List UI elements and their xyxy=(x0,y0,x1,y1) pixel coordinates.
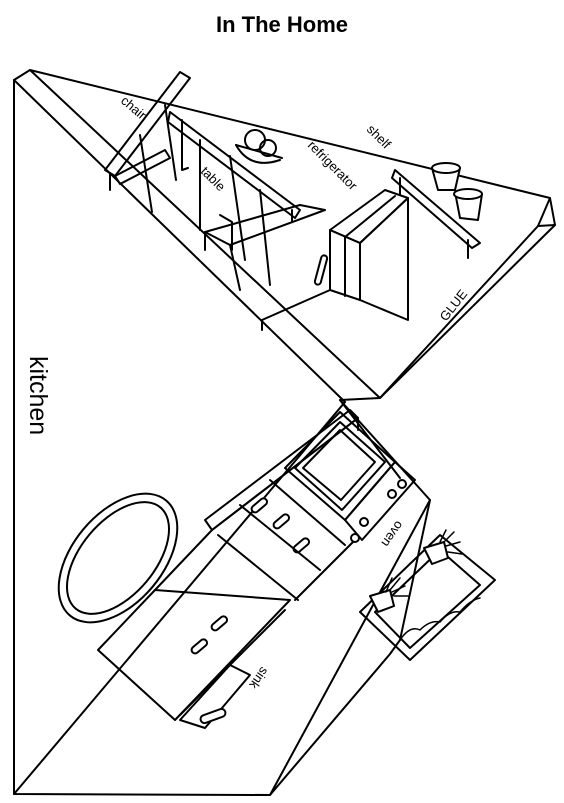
shelf-drawing xyxy=(391,162,483,259)
fruit-bowl-drawing xyxy=(235,129,283,164)
refrigerator-label: refrigerator xyxy=(305,138,361,194)
page-title: In The Home xyxy=(215,12,348,37)
table-drawing xyxy=(167,111,326,291)
chair-drawing xyxy=(104,71,191,213)
oval-mirror-drawing xyxy=(57,492,179,624)
shelf-label: shelf xyxy=(364,122,394,152)
oven-label: oven xyxy=(378,518,406,550)
foldout-outline xyxy=(13,69,556,796)
oven-drawing xyxy=(284,411,416,543)
refrigerator-drawing xyxy=(261,189,409,331)
table-label: table xyxy=(198,164,229,195)
window-box-drawing xyxy=(359,529,496,661)
sink-label: sink xyxy=(246,664,272,692)
sink-drawing xyxy=(179,664,251,729)
counter-drawing xyxy=(97,409,359,721)
room-label: kitchen xyxy=(24,356,52,435)
